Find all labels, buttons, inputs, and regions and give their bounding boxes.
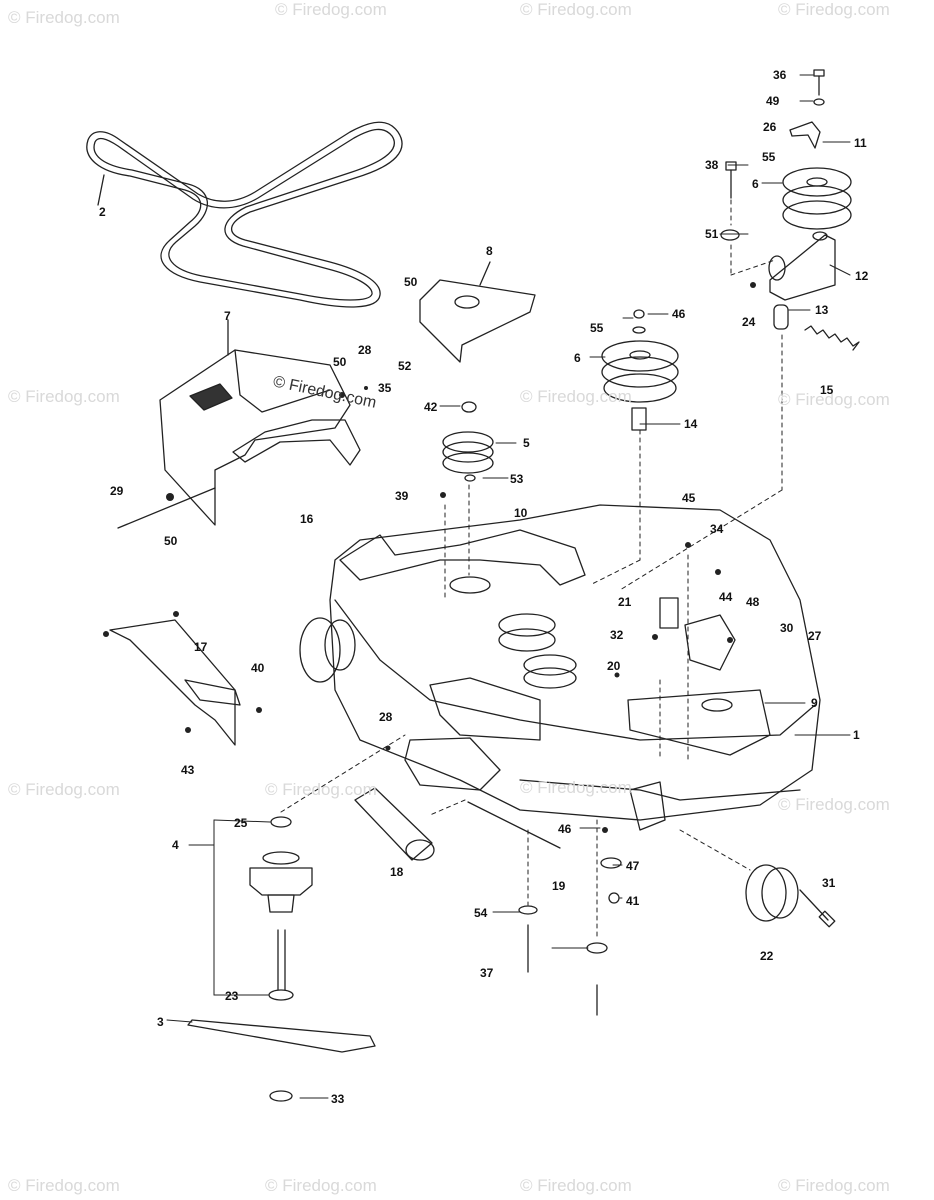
callout-34: 34 xyxy=(710,522,724,536)
callout-45: 45 xyxy=(682,491,696,505)
callout-36: 36 xyxy=(773,68,787,82)
callout-28: 28 xyxy=(358,343,372,357)
callout-6: 6 xyxy=(752,177,759,191)
callout-5: 5 xyxy=(523,436,530,450)
callout-29: 29 xyxy=(110,484,124,498)
callout-30: 30 xyxy=(780,621,794,635)
deflector-part xyxy=(109,619,241,746)
callout-46: 46 xyxy=(558,822,572,836)
callout-22: 22 xyxy=(760,949,774,963)
callout-13: 13 xyxy=(815,303,829,317)
callout-26: 26 xyxy=(763,120,777,134)
idler-pulley-part xyxy=(782,167,852,230)
belt-guard-part xyxy=(419,261,536,363)
watermark: © Firedog.com xyxy=(275,0,387,19)
callout-9: 9 xyxy=(811,696,818,710)
callout-50: 50 xyxy=(404,275,418,289)
watermark: © Firedog.com xyxy=(778,1176,890,1195)
callout-12: 12 xyxy=(855,269,869,283)
callout-24: 24 xyxy=(742,315,756,329)
watermark: © Firedog.com xyxy=(520,387,632,406)
callout-18: 18 xyxy=(390,865,404,879)
callout-20: 20 xyxy=(607,659,621,673)
callout-43: 43 xyxy=(181,763,195,777)
callout-47: 47 xyxy=(626,859,640,873)
watermark: © Firedog.com xyxy=(778,390,890,409)
blade-bolt-part xyxy=(269,1090,293,1102)
watermark: © Firedog.com xyxy=(8,780,120,799)
spindle-assembly-part xyxy=(249,816,313,1001)
bracket-26-part xyxy=(789,121,821,149)
callout-50: 50 xyxy=(333,355,347,369)
callout-23: 23 xyxy=(225,989,239,1003)
callout-14: 14 xyxy=(684,417,698,431)
callout-21: 21 xyxy=(618,595,632,609)
callout-54: 54 xyxy=(474,906,488,920)
idler-arm-part xyxy=(768,231,836,301)
callout-11: 11 xyxy=(854,136,867,150)
callout-48: 48 xyxy=(746,595,760,609)
callout-10: 10 xyxy=(514,506,528,520)
center-idler-pulley-part xyxy=(601,309,679,431)
callout-19: 19 xyxy=(552,879,566,893)
callout-6: 6 xyxy=(574,351,581,365)
callout-51: 51 xyxy=(705,227,719,241)
mulch-plug-part xyxy=(354,787,435,861)
gauge-wheel-part xyxy=(745,864,836,928)
bolt-38-part xyxy=(725,161,737,199)
callout-3: 3 xyxy=(157,1015,164,1029)
callout-1: 1 xyxy=(853,728,860,742)
callout-16: 16 xyxy=(300,512,314,526)
callout-28: 28 xyxy=(379,710,393,724)
watermark: © Firedog.com xyxy=(8,387,120,406)
callout-4: 4 xyxy=(172,838,179,852)
bushing-part xyxy=(773,304,789,330)
watermark: © Firedog.com xyxy=(8,1176,120,1195)
watermark: © Firedog.com xyxy=(8,8,120,27)
callout-15: 15 xyxy=(820,383,834,397)
mower-deck-part xyxy=(299,504,821,831)
belt-part xyxy=(86,121,403,308)
callout-53: 53 xyxy=(510,472,524,486)
callout-40: 40 xyxy=(251,661,265,675)
callout-32: 32 xyxy=(610,628,624,642)
watermark: © Firedog.com xyxy=(265,1176,377,1195)
callout-52: 52 xyxy=(398,359,412,373)
lower-hardware-part xyxy=(117,487,622,1016)
callout-55: 55 xyxy=(762,150,776,164)
spring-part xyxy=(804,325,860,351)
watermark: © Firedog.com xyxy=(520,1176,632,1195)
callout-8: 8 xyxy=(486,244,493,258)
callout-31: 31 xyxy=(822,876,836,890)
callout-41: 41 xyxy=(626,894,640,908)
belt-cover-part xyxy=(159,319,361,526)
washer-51-part xyxy=(720,229,740,241)
callout-7: 7 xyxy=(224,309,231,323)
callout-55: 55 xyxy=(590,321,604,335)
callout-17: 17 xyxy=(194,640,208,654)
watermark: © Firedog.com xyxy=(778,795,890,814)
callout-44: 44 xyxy=(719,590,733,604)
callout-2: 2 xyxy=(99,205,106,219)
watermark: © Firedog.com xyxy=(520,778,632,797)
blade-part xyxy=(187,1019,376,1053)
callout-50: 50 xyxy=(164,534,178,548)
callout-49: 49 xyxy=(766,94,780,108)
watermark: © Firedog.com xyxy=(265,780,377,799)
watermark: © Firedog.com xyxy=(520,0,632,19)
callout-37: 37 xyxy=(480,966,494,980)
callout-39: 39 xyxy=(395,489,409,503)
callout-42: 42 xyxy=(424,400,438,414)
callout-46: 46 xyxy=(672,307,686,321)
drive-pulley-part xyxy=(442,401,494,482)
bolt-36-part xyxy=(813,69,825,106)
callout-25: 25 xyxy=(234,816,248,830)
callout-35: 35 xyxy=(378,381,392,395)
watermark: © Firedog.com xyxy=(778,0,890,19)
callout-27: 27 xyxy=(808,629,822,643)
callout-33: 33 xyxy=(331,1092,345,1106)
callout-38: 38 xyxy=(705,158,719,172)
